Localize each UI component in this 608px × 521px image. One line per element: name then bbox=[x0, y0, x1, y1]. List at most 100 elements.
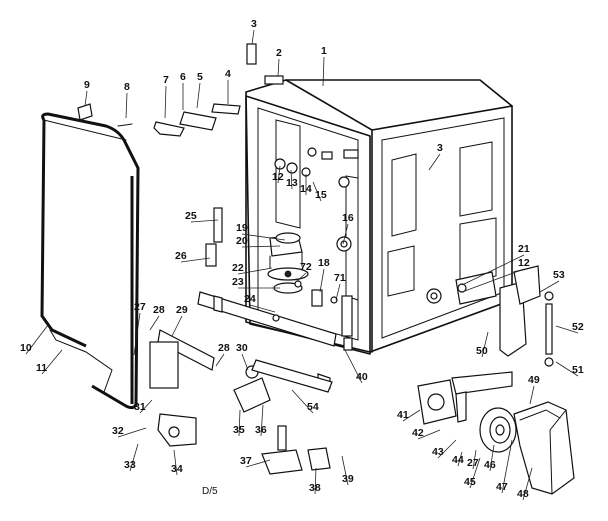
leader-line-7 bbox=[164, 85, 167, 119]
part-label-16: 16 bbox=[342, 212, 354, 224]
part-label-12: 12 bbox=[518, 257, 530, 269]
part-label-34: 34 bbox=[171, 463, 183, 475]
leader-line-38 bbox=[314, 467, 317, 495]
leader-line-3 bbox=[428, 153, 441, 171]
part-label-21: 21 bbox=[518, 243, 530, 255]
part-label-22: 22 bbox=[232, 262, 244, 274]
leader-line-49 bbox=[529, 385, 535, 405]
part-label-2: 2 bbox=[276, 47, 282, 59]
leader-line-39 bbox=[341, 455, 349, 486]
part-label-35: 35 bbox=[233, 424, 245, 436]
leader-line-46 bbox=[489, 444, 495, 472]
leader-line-20 bbox=[241, 245, 281, 248]
part-label-36: 36 bbox=[255, 424, 267, 436]
leader-line-18 bbox=[319, 268, 325, 293]
part-label-25: 25 bbox=[185, 210, 197, 222]
leader-line-9 bbox=[84, 90, 88, 107]
leader-line-71 bbox=[335, 283, 341, 301]
lower-door-parts bbox=[149, 329, 333, 475]
leader-line-44 bbox=[457, 451, 463, 467]
part-label-27: 27 bbox=[467, 457, 479, 469]
leader-line-45 bbox=[469, 457, 481, 489]
part-label-48: 48 bbox=[517, 488, 529, 500]
leader-line-24 bbox=[249, 304, 276, 313]
part-label-52: 52 bbox=[572, 321, 584, 333]
part-label-15: 15 bbox=[315, 189, 327, 201]
part-label-26: 26 bbox=[175, 250, 187, 262]
part-label-45: 45 bbox=[464, 476, 476, 488]
part-label-54: 54 bbox=[307, 401, 319, 413]
leader-line-3 bbox=[251, 29, 255, 45]
part-label-29: 29 bbox=[176, 304, 188, 316]
leader-line-22 bbox=[237, 267, 273, 275]
leader-line-10 bbox=[25, 324, 49, 355]
leader-line-34 bbox=[173, 449, 178, 476]
leader-line-16 bbox=[342, 223, 349, 245]
part-label-23: 23 bbox=[232, 276, 244, 288]
part-label-14: 14 bbox=[300, 183, 312, 195]
leader-line-29 bbox=[171, 315, 183, 337]
part-label-43: 43 bbox=[432, 446, 444, 458]
tub-cabinet bbox=[245, 79, 513, 355]
part-label-53: 53 bbox=[553, 269, 565, 281]
leader-line-43 bbox=[437, 439, 457, 459]
part-label-7: 7 bbox=[163, 74, 169, 86]
part-label-31: 31 bbox=[134, 401, 146, 413]
leader-line-36 bbox=[260, 404, 264, 437]
part-label-3: 3 bbox=[437, 142, 443, 154]
part-label-6: 6 bbox=[180, 71, 186, 83]
diagram-code: D/5 bbox=[202, 486, 218, 497]
leader-line-11 bbox=[41, 349, 63, 375]
leader-line-28 bbox=[215, 353, 225, 367]
part-label-13: 13 bbox=[286, 177, 298, 189]
part-label-28: 28 bbox=[153, 304, 165, 316]
part-label-46: 46 bbox=[484, 459, 496, 471]
leader-line-42 bbox=[417, 429, 441, 440]
leader-line-25 bbox=[190, 219, 219, 223]
part-label-10: 10 bbox=[20, 342, 32, 354]
leader-line-32 bbox=[117, 427, 147, 438]
part-label-41: 41 bbox=[397, 409, 409, 421]
leader-line-15 bbox=[312, 181, 322, 202]
leader-line-12 bbox=[461, 268, 525, 293]
right-side-parts bbox=[417, 265, 575, 495]
part-label-38: 38 bbox=[309, 482, 321, 494]
part-label-47: 47 bbox=[496, 481, 508, 493]
part-label-11: 11 bbox=[36, 362, 47, 374]
top-parts bbox=[77, 43, 284, 137]
leader-line-72 bbox=[295, 272, 307, 283]
part-label-18: 18 bbox=[318, 257, 330, 269]
leader-line-53 bbox=[539, 280, 560, 293]
leader-line-8 bbox=[125, 92, 128, 119]
leader-line-13 bbox=[290, 169, 293, 190]
part-label-50: 50 bbox=[476, 345, 488, 357]
part-label-9: 9 bbox=[84, 79, 90, 91]
part-label-32: 32 bbox=[112, 425, 124, 437]
part-label-72: 72 bbox=[300, 261, 312, 273]
part-label-19: 19 bbox=[236, 222, 248, 234]
part-label-30: 30 bbox=[236, 342, 248, 354]
leader-line-41 bbox=[402, 409, 421, 422]
part-label-42: 42 bbox=[412, 427, 424, 439]
leader-line-52 bbox=[555, 325, 579, 334]
leader-line-48 bbox=[522, 467, 533, 501]
leader-line-54 bbox=[291, 389, 314, 414]
leader-line-5 bbox=[196, 82, 201, 109]
part-label-20: 20 bbox=[236, 235, 248, 247]
leader-line-31 bbox=[139, 399, 153, 414]
leader-line-21 bbox=[461, 254, 525, 286]
part-label-5: 5 bbox=[197, 71, 203, 83]
leader-line-2 bbox=[277, 58, 280, 77]
leader-line-26 bbox=[180, 257, 211, 263]
part-label-12: 12 bbox=[272, 171, 284, 183]
leader-line-1 bbox=[322, 56, 325, 87]
leader-line-47 bbox=[501, 439, 513, 494]
part-label-33: 33 bbox=[124, 459, 136, 471]
door-gasket bbox=[40, 112, 140, 410]
part-label-28: 28 bbox=[218, 342, 230, 354]
part-label-27: 27 bbox=[134, 301, 146, 313]
leader-line-33 bbox=[129, 443, 139, 472]
leader-line-37 bbox=[245, 459, 271, 468]
